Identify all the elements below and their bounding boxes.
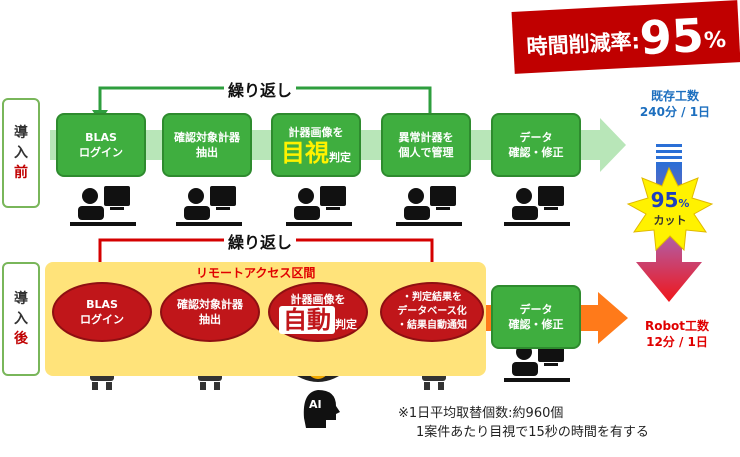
cut-value: 95 xyxy=(650,188,679,212)
after-step-database: ・判定結果を データベース化 ・結果自動通知 xyxy=(380,282,484,342)
phase-after-label: 導 入 後 xyxy=(2,262,40,376)
after-step-data-fix: データ 確認・修正 xyxy=(491,285,581,349)
footnote: ※1日平均取替個数:約960個 1案件あたり目視で15秒の時間を有する xyxy=(398,406,649,440)
down-arrow-stripe xyxy=(656,156,682,159)
before-step-manage: 異常計器を 個人で管理 xyxy=(381,113,471,177)
after-step-extract: 確認対象計器 抽出 xyxy=(160,282,260,342)
ai-head-icon xyxy=(303,390,340,428)
pc-user-icon xyxy=(396,186,462,226)
ai-label: AI xyxy=(309,398,322,411)
pc-user-icon xyxy=(176,186,242,226)
before-step-blas-login: BLAS ログイン xyxy=(56,113,146,177)
after-loop-label: 繰り返し xyxy=(224,229,297,253)
before-step-data-fix: データ 確認・修正 xyxy=(491,113,581,177)
before-loop-label: 繰り返し xyxy=(224,77,297,101)
pc-user-icon xyxy=(70,186,136,226)
cut-unit: % xyxy=(678,197,690,210)
down-arrow-stripe xyxy=(656,144,682,147)
before-step-extract: 確認対象計器 抽出 xyxy=(162,113,252,177)
existing-workload: 既存工数 240分 / 1日 xyxy=(639,89,711,119)
pc-user-icon xyxy=(286,186,352,226)
pc-user-icon xyxy=(504,186,570,226)
after-step-auto-check: 計器画像を 自動判定 xyxy=(268,282,368,342)
remote-access-zone-label: リモートアクセス区間 xyxy=(196,266,316,280)
down-arrow-stripe xyxy=(656,150,682,153)
cut-burst xyxy=(626,166,714,252)
cut-burst-text: 95% カット xyxy=(640,188,700,228)
cut-label: カット xyxy=(653,214,687,227)
before-step-visual-check: 計器画像を 目視判定 xyxy=(271,113,361,177)
phase-before-label: 導 入 前 xyxy=(2,98,40,208)
after-step-blas-login: BLAS ログイン xyxy=(52,282,152,342)
robot-workload: Robot工数 12分 / 1日 xyxy=(644,319,710,349)
